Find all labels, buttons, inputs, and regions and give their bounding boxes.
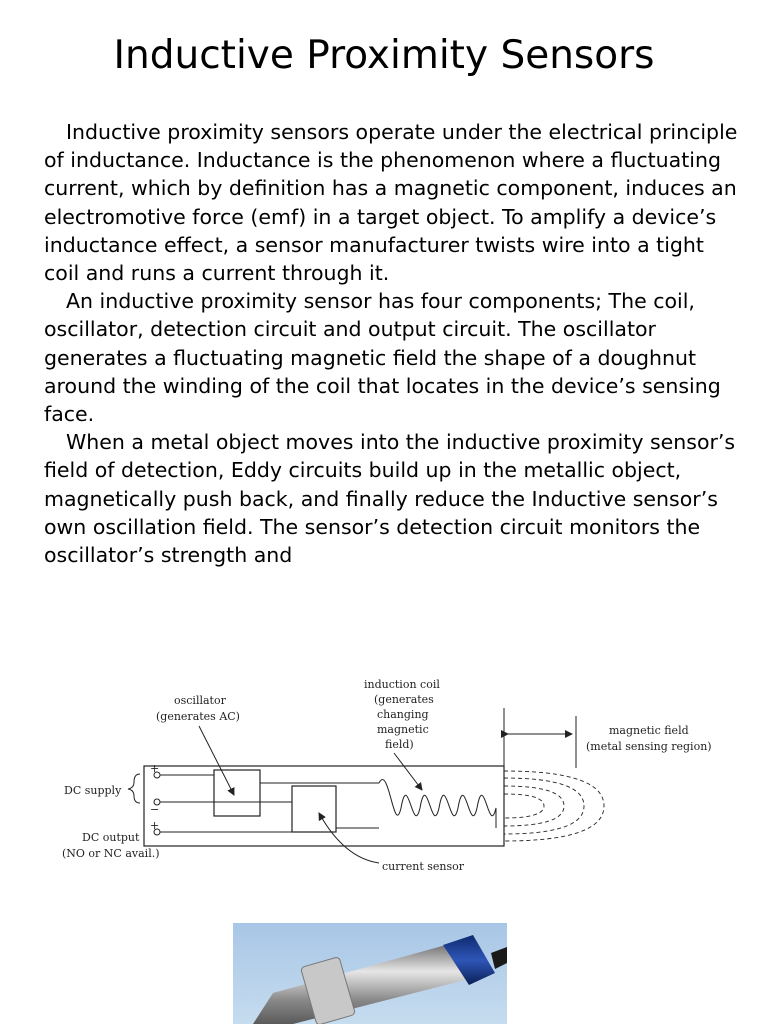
coil-label-5: field) xyxy=(385,738,414,751)
oscillator-sub-label: (generates AC) xyxy=(156,710,240,723)
current-sensor-label: current sensor xyxy=(382,860,465,873)
coil-label-1: induction coil xyxy=(364,678,440,691)
plus-sign: + xyxy=(150,762,159,775)
magnetic-field-sub-label: (metal sensing region) xyxy=(586,740,712,753)
dc-supply-label: DC supply xyxy=(64,784,122,797)
induction-coil xyxy=(378,779,497,828)
coil-label-2: (generates xyxy=(374,693,434,706)
sensor-diagram: + − + oscillator (generates AC) inductio… xyxy=(62,678,712,873)
current-sensor-box xyxy=(291,785,337,833)
sensor-photo xyxy=(233,923,507,1024)
paragraph-1: Inductive proximity sensors operate unde… xyxy=(44,120,738,286)
sensor-photo-illustration xyxy=(253,935,507,1024)
body-text: Inductive proximity sensors operate unde… xyxy=(44,118,744,588)
magnetic-field-label: magnetic field xyxy=(609,724,689,737)
dc-output-label: DC output xyxy=(82,831,140,844)
magnetic-field-lines xyxy=(503,770,605,842)
minus-sign: − xyxy=(150,803,159,816)
sensor-housing xyxy=(143,765,505,847)
page-title: Inductive Proximity Sensors xyxy=(113,33,655,78)
oscillator-label: oscillator xyxy=(174,694,227,707)
dc-output-sub-label: (NO or NC avail.) xyxy=(62,847,160,860)
paragraph-2: An inductive proximity sensor has four c… xyxy=(44,289,721,427)
paragraph-3: When a metal object moves into the induc… xyxy=(44,430,736,568)
coil-label-4: magnetic xyxy=(377,723,429,736)
coil-label-3: changing xyxy=(377,708,429,721)
plus-sign-output: + xyxy=(150,819,159,832)
oscillator-box xyxy=(213,769,261,817)
